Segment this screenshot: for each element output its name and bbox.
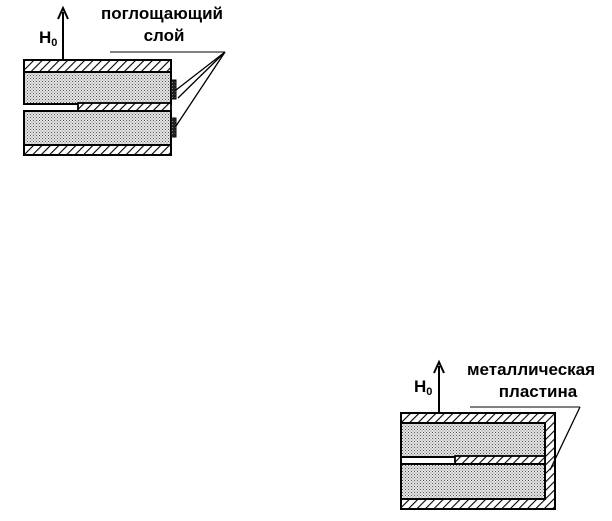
upper-ferrite-slab: [23, 71, 172, 105]
metal-plate-label-line2: пластина: [499, 382, 578, 401]
lower-ferrite-slab-b: [400, 463, 546, 500]
leader-lines-a: [175, 51, 226, 127]
top-metal-plate: [23, 59, 172, 73]
upper-ferrite-slab-b: [400, 422, 546, 458]
lower-ferrite-slab: [23, 110, 172, 148]
figure-b-metal-plate: H0 металлическая пластина: [400, 359, 595, 510]
leader-line-b: [549, 406, 581, 471]
middle-metal-strip-b: [454, 455, 546, 465]
absorbing-layer-lower: [170, 117, 177, 138]
field-label-a: H0: [39, 28, 57, 49]
absorbing-layer-label-line1: поглощающий: [101, 4, 223, 23]
bottom-metal-plate: [23, 144, 172, 156]
field-arrow-up-icon: [433, 359, 445, 412]
metal-plate-label-line1: металлическая: [467, 360, 595, 379]
field-label-b: H0: [414, 377, 432, 398]
absorbing-layer-upper: [170, 79, 177, 100]
absorbing-layer-label-line2: слой: [144, 26, 185, 45]
middle-metal-strip: [77, 102, 172, 112]
field-arrow-up-icon: [57, 5, 69, 62]
figure-a-absorbing-layer: H0 поглощающий слой: [23, 4, 226, 156]
